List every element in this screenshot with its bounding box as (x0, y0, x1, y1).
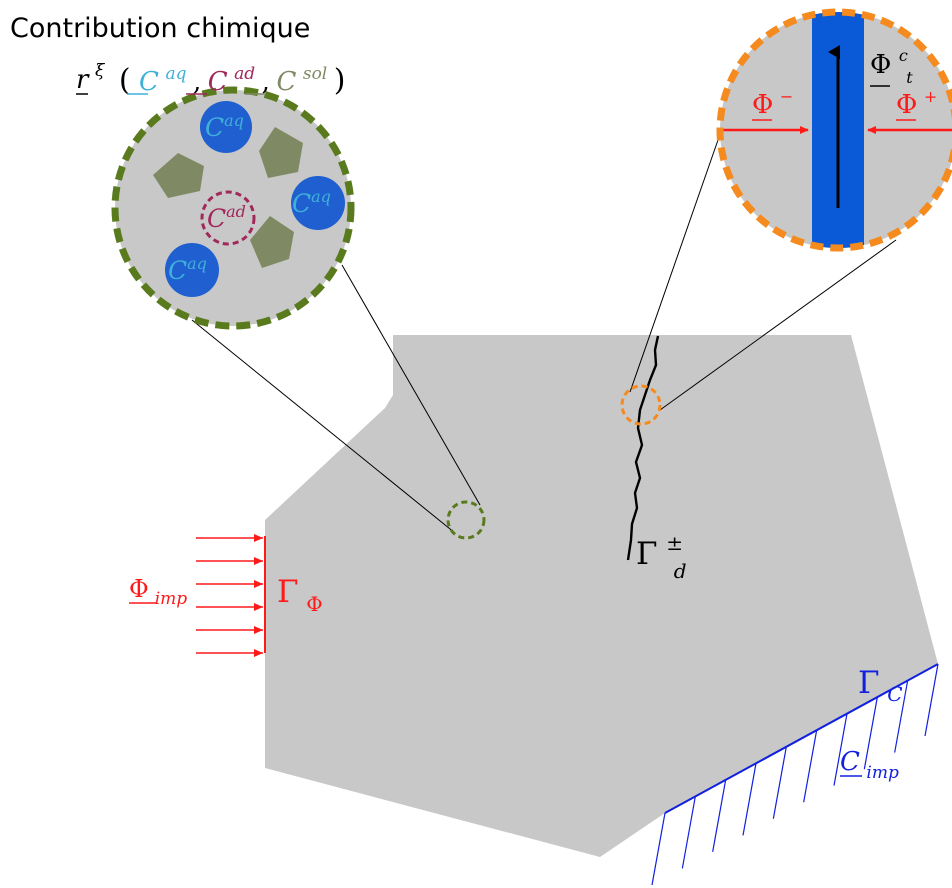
aqueous-particle (291, 176, 345, 230)
svg-text:C imp: C imp (840, 747, 899, 783)
crack-zoom-marker (620, 384, 662, 426)
chem-zoom-connector-right (341, 264, 481, 506)
solid-particle (153, 153, 204, 198)
conc-hatch (894, 680, 909, 753)
conc-hatch (681, 796, 696, 869)
conc-hatch (924, 663, 939, 737)
conc-hatch (712, 779, 727, 852)
solid-particle (250, 216, 294, 268)
aqueous-label: Caq (205, 111, 244, 142)
conc-hatch (803, 730, 818, 803)
adsorbed-particle (200, 190, 256, 246)
conc-hatch (742, 763, 757, 836)
conc-hatches (651, 663, 939, 886)
svg-text:Φ imp: Φ imp (129, 575, 187, 609)
rate-formula: r ξ ( C aq , C ad , C sol ) (76, 53, 345, 98)
flux-plus-label: Φ + (896, 87, 937, 121)
chem-zoom-connector-left (191, 319, 456, 534)
svg-text:Φ +: Φ + (896, 87, 937, 120)
crack-zoom-connector-left (629, 139, 719, 393)
svg-text:r ξ ( C: r ξ ( C aq , C ad , C sol ) (76, 53, 345, 98)
crack-line (626, 335, 660, 561)
conc-hatch (651, 812, 666, 886)
flux-boundary-label: Γ Φ (277, 574, 323, 616)
domain-body (265, 335, 938, 857)
conc-hatch (863, 697, 878, 770)
aqueous-label: Caq (292, 187, 331, 218)
adsorbed-label: Cad (207, 202, 246, 233)
page-title: Contribution chimique (10, 13, 310, 44)
flux-label: Φ imp (129, 575, 187, 609)
conc-hatch (772, 746, 787, 819)
svg-text:Φ c t: Φ c t (870, 38, 914, 87)
conc-hatch (833, 713, 848, 786)
svg-text:Φ −: Φ − (752, 87, 793, 120)
solid-particle (259, 127, 303, 178)
aqueous-particle (200, 101, 252, 153)
conc-boundary-label: Γ C (858, 665, 903, 706)
flux-arrows (196, 534, 263, 657)
aqueous-particle (165, 243, 219, 297)
conc-boundary-line (664, 663, 939, 814)
flux-minus-label: Φ − (752, 87, 793, 121)
chem-zoom-circle: Caq Caq Caq Cad (111, 86, 355, 330)
crack-zoom-connector-right (659, 239, 897, 411)
crack-label: Γ ± d (636, 522, 691, 583)
conc-imposed-label: C imp (840, 747, 899, 783)
tangential-flux-label: Φ c t (870, 38, 914, 87)
crack-zoom-circle: Φ c t Φ − Φ + (716, 8, 952, 252)
chem-zoom-marker (446, 500, 486, 540)
aqueous-label: Caq (168, 254, 207, 285)
